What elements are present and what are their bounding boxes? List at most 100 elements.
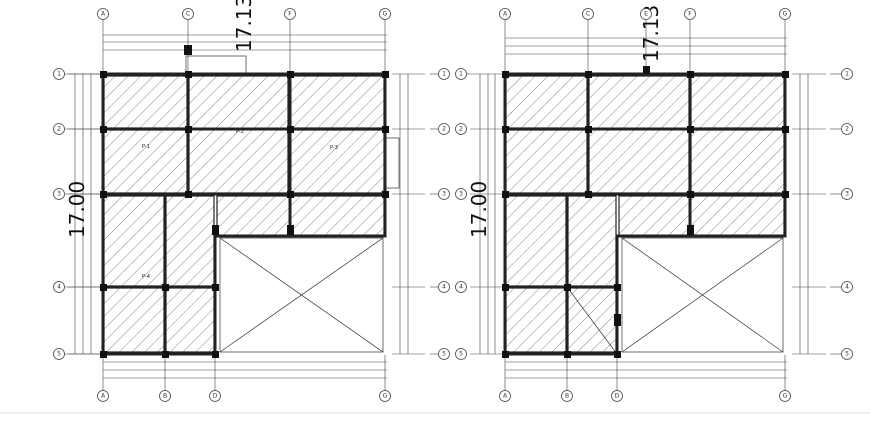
svg-text:2: 2	[845, 126, 849, 133]
axis-bubble-top-A: A	[499, 8, 511, 20]
axis-bubble-left-3: 3	[53, 188, 65, 200]
axis-bubble-right-2: 2	[438, 123, 450, 135]
svg-text:1: 1	[459, 71, 463, 78]
axis-bubble-right-3: 3	[841, 188, 853, 200]
axis-bubble-right-1: 1	[841, 68, 853, 80]
svg-text:3: 3	[442, 191, 446, 198]
svg-text:5: 5	[442, 351, 446, 358]
dimension-vertical: 17.00	[65, 181, 89, 238]
slab	[505, 287, 567, 353]
svg-text:5: 5	[845, 351, 849, 358]
slab	[289, 129, 385, 194]
svg-text:B: B	[163, 393, 167, 400]
axis-bubble-left-1: 1	[455, 68, 467, 80]
svg-text:1: 1	[442, 71, 446, 78]
axis-bubble-left-1: 1	[53, 68, 65, 80]
slab	[505, 75, 588, 129]
slab	[690, 129, 785, 194]
svg-text:G: G	[383, 11, 388, 18]
svg-text:5: 5	[57, 351, 61, 358]
svg-text:C: C	[186, 11, 190, 18]
axis-bubble-left-3: 3	[455, 188, 467, 200]
axis-bubble-top-C: C	[182, 8, 194, 20]
outer-wall	[101, 72, 387, 356]
slab	[505, 129, 588, 194]
axis-bubble-left-2: 2	[53, 123, 65, 135]
slab-label: P-3	[330, 145, 338, 151]
svg-text:D: D	[213, 393, 218, 400]
axis-bubble-right-3: 3	[438, 188, 450, 200]
svg-text:1: 1	[845, 71, 849, 78]
columns	[502, 66, 789, 358]
axis-bubble-bottom-G: G	[379, 390, 391, 402]
svg-text:G: G	[783, 11, 788, 18]
slab	[505, 195, 567, 287]
void-diagonal	[621, 237, 784, 353]
svg-text:C: C	[586, 11, 590, 18]
svg-text:4: 4	[459, 284, 463, 291]
axis-bubble-right-5: 5	[841, 348, 853, 360]
svg-text:1: 1	[57, 71, 61, 78]
svg-text:A: A	[503, 393, 508, 400]
svg-text:2: 2	[442, 126, 446, 133]
dimension-horizontal: 17.13	[232, 0, 256, 52]
top-dimension-lines	[504, 20, 787, 72]
slab	[103, 75, 188, 129]
axis-bubble-top-E: E	[640, 8, 652, 20]
axis-bubble-left-5: 5	[455, 348, 467, 360]
slab-label: P-4	[142, 274, 150, 280]
slab	[165, 195, 215, 287]
axis-bubble-top-C: C	[582, 8, 594, 20]
bottom-dimension-lines	[504, 355, 787, 392]
columns	[100, 71, 389, 358]
stair-diagonal	[566, 286, 618, 355]
axis-bubble-left-4: 4	[53, 281, 65, 293]
svg-text:G: G	[383, 393, 388, 400]
axis-bubble-top-F: F	[684, 8, 696, 20]
axis-bubble-top-G: G	[779, 8, 791, 20]
slab	[216, 195, 385, 237]
side-dimension-lines	[470, 73, 826, 355]
column	[184, 45, 192, 55]
axis-bubble-bottom-D: D	[611, 390, 623, 402]
axis-bubble-right-4: 4	[841, 281, 853, 293]
axis-bubble-bottom-B: B	[561, 390, 573, 402]
axis-bubble-right-2: 2	[841, 123, 853, 135]
axis-bubble-bottom-D: D	[209, 390, 221, 402]
axis-bubble-right-1: 1	[438, 68, 450, 80]
axis-bubble-bottom-G: G	[779, 390, 791, 402]
svg-text:2: 2	[57, 126, 61, 133]
outer-wall	[503, 72, 787, 356]
axis-bubble-top-F: F	[284, 8, 296, 20]
svg-text:F: F	[288, 11, 292, 18]
slab	[103, 129, 188, 194]
grid-lines	[65, 73, 103, 355]
slab-label: P-1	[142, 144, 150, 150]
axis-bubble-bottom-B: B	[159, 390, 171, 402]
axis-bubble-top-A: A	[97, 8, 109, 20]
void-opening	[219, 237, 384, 353]
svg-text:A: A	[101, 11, 106, 18]
svg-text:4: 4	[57, 284, 61, 291]
svg-text:B: B	[565, 393, 569, 400]
slab-label: P-2	[236, 129, 244, 135]
axis-bubble-left-5: 5	[53, 348, 65, 360]
svg-text:D: D	[615, 393, 620, 400]
svg-text:3: 3	[459, 191, 463, 198]
slab	[188, 75, 289, 194]
svg-text:3: 3	[57, 191, 61, 198]
dimension-vertical: 17.00	[467, 181, 491, 238]
svg-text:3: 3	[845, 191, 849, 198]
slab	[618, 195, 785, 237]
slab	[588, 75, 690, 194]
axis-bubble-right-4: 4	[438, 281, 450, 293]
roof-access-box	[185, 55, 247, 75]
svg-text:4: 4	[845, 284, 849, 291]
axis-bubble-bottom-A: A	[97, 390, 109, 402]
svg-text:E: E	[644, 11, 648, 18]
axis-bubble-right-5: 5	[438, 348, 450, 360]
void-opening	[621, 237, 784, 353]
side-ledge	[384, 137, 400, 189]
